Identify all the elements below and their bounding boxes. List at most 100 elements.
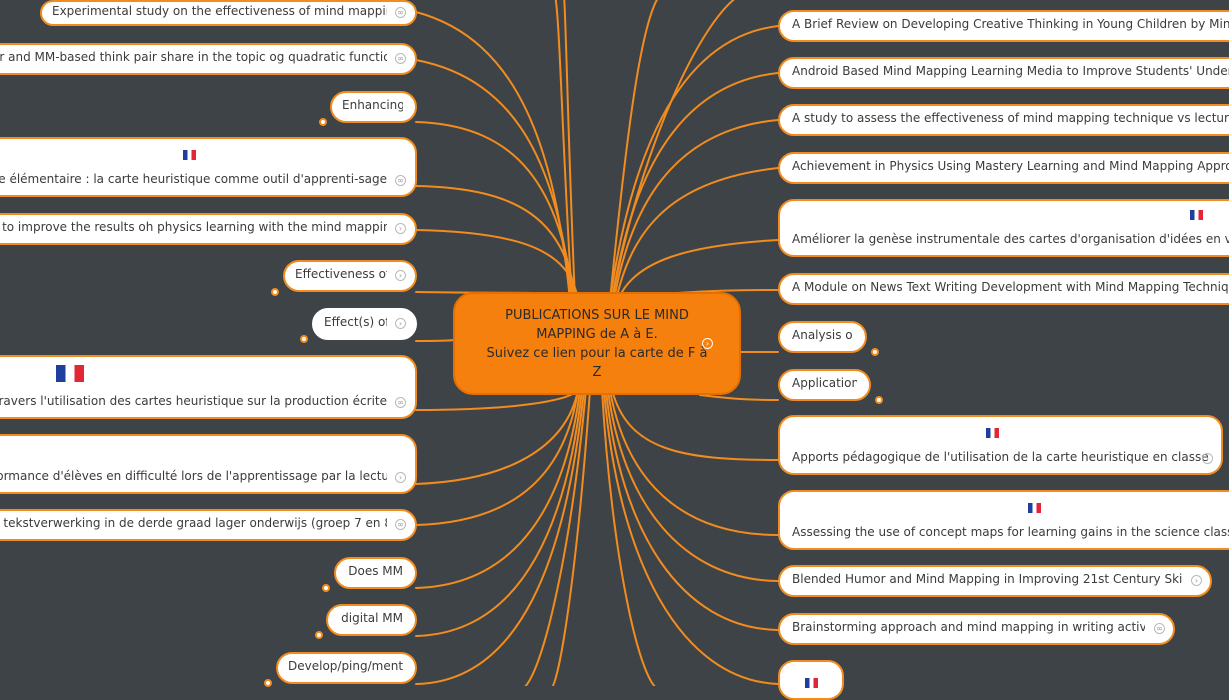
branch-connector [415, 389, 583, 637]
france-flag-icon [804, 678, 818, 688]
branch-connector [601, 389, 656, 686]
attachment-link-icon[interactable]: ∞ [395, 7, 406, 18]
topic-node-android-media[interactable]: Android Based Mind Mapping Learning Medi… [778, 57, 1229, 89]
branch-connector [415, 389, 585, 685]
branch-connector [607, 389, 779, 582]
topic-label: Develop/ping/ment [288, 659, 403, 673]
topic-node-apports-pedagogique[interactable]: Apports pédagogique de l'utilisation de … [778, 415, 1223, 475]
branch-connector [611, 0, 735, 301]
topic-node-enhancing[interactable]: Enhancing [330, 91, 417, 123]
attachment-link-icon[interactable]: ∞ [395, 175, 406, 186]
arrow-right-icon[interactable]: › [702, 338, 713, 349]
branch-connector [415, 229, 579, 301]
topic-label: Blended Humor and Mind Mapping in Improv… [792, 572, 1182, 586]
branch-connector [617, 239, 779, 301]
branch-connector [415, 339, 456, 342]
central-title-line2: Suivez ce lien pour la carte de F à Z [486, 345, 708, 380]
topic-node-production-ecrite[interactable]: à travers l'utilisation des cartes heuri… [0, 355, 417, 419]
topic-label: Apports pédagogique de l'utilisation de … [792, 450, 1209, 464]
topic-node-develop-ping-ment[interactable]: Develop/ping/ment [276, 652, 417, 684]
topic-label: Assessing the use of concept maps for le… [792, 525, 1229, 539]
topic-label: n tekstverwerking in de derde graad lage… [0, 516, 387, 530]
topic-node-does-mm[interactable]: Does MM [334, 557, 417, 589]
central-topic[interactable]: PUBLICATIONS SUR LE MIND MAPPING de A à … [453, 292, 741, 395]
branch-connector [611, 389, 779, 461]
branch-connector [415, 389, 579, 485]
collapse-knob[interactable] [871, 348, 879, 356]
branch-connector [563, 0, 576, 301]
arrow-right-icon[interactable]: › [395, 472, 406, 483]
collapse-knob[interactable] [322, 584, 330, 592]
branch-connector [609, 389, 779, 536]
arrow-right-icon[interactable]: › [1202, 453, 1213, 464]
topic-node-lecture-method[interactable]: A study to assess the effectiveness of m… [778, 104, 1229, 136]
branch-connector [605, 389, 779, 631]
france-flag-icon [183, 150, 196, 160]
attachment-link-icon[interactable]: ∞ [1154, 623, 1165, 634]
topic-node-concept-maps-science[interactable]: Assessing the use of concept maps for le… [778, 490, 1229, 550]
topic-node-news-text-module[interactable]: A Module on News Text Writing Developmen… [778, 273, 1229, 305]
collapse-knob[interactable] [875, 396, 883, 404]
topic-node-effectiveness-of[interactable]: Effectiveness of › [283, 260, 417, 292]
topic-label: A study to assess the effectiveness of m… [792, 111, 1229, 125]
attachment-link-icon[interactable]: ∞ [395, 397, 406, 408]
branch-connector [554, 0, 573, 301]
topic-label: Enhancing [342, 98, 403, 112]
topic-label: Brainstorming approach and mind mapping … [792, 620, 1145, 634]
topic-node-eleves-en-difficulte[interactable]: formance d'élèves en difficulté lors de … [0, 434, 417, 494]
topic-label: cole élémentaire : la carte heuristique … [0, 172, 387, 186]
france-flag-icon [1028, 503, 1041, 513]
topic-node-experimental-study[interactable]: Experimental study on the effectiveness … [40, 0, 417, 26]
branch-connector [613, 119, 779, 301]
branch-connector [699, 394, 779, 401]
topic-node-physics-learning[interactable]: s to improve the results oh physics lear… [0, 213, 417, 245]
attachment-link-icon[interactable]: ∞ [395, 53, 406, 64]
topic-label: Effectiveness of [295, 267, 387, 281]
central-title-line1: PUBLICATIONS SUR LE MIND MAPPING de A à … [505, 307, 689, 342]
branch-connector [615, 167, 779, 301]
branch-connector [603, 389, 779, 685]
topic-label: Application [792, 376, 857, 390]
topic-label: Analysis of [792, 328, 853, 342]
topic-node-ecole-elementaire[interactable]: cole élémentaire : la carte heuristique … [0, 137, 417, 197]
topic-node-genese-instrumentale[interactable]: Améliorer la genèse instrumentale des ca… [778, 199, 1229, 257]
topic-node-achievement-physics[interactable]: Achievement in Physics Using Mastery Lea… [778, 152, 1229, 184]
france-flag-icon [986, 428, 999, 438]
branch-connector [415, 121, 575, 301]
topic-node-digital-mm[interactable]: digital MM [326, 604, 417, 636]
topic-node-creative-thinking[interactable]: A Brief Review on Developing Creative Th… [778, 10, 1229, 42]
topic-label: formance d'élèves en difficulté lors de … [0, 469, 387, 483]
attachment-link-icon[interactable]: ∞ [395, 519, 406, 530]
collapse-knob[interactable] [315, 631, 323, 639]
arrow-right-icon[interactable]: › [1191, 575, 1202, 586]
topic-node-effects-of[interactable]: Effect(s) of › [312, 308, 417, 340]
topic-node-think-pair-share[interactable]: er and MM-based think pair share in the … [0, 43, 417, 75]
collapse-knob[interactable] [271, 288, 279, 296]
branch-connector [415, 11, 571, 301]
topic-label: Android Based Mind Mapping Learning Medi… [792, 64, 1229, 78]
arrow-right-icon[interactable]: › [395, 270, 406, 281]
topic-label: à travers l'utilisation des cartes heuri… [0, 394, 387, 408]
arrow-right-icon[interactable]: › [395, 318, 406, 329]
topic-node-analysis-of[interactable]: Analysis of [778, 321, 867, 353]
collapse-knob[interactable] [319, 118, 327, 126]
arrow-right-icon[interactable]: › [395, 223, 406, 234]
branch-connector [609, 0, 658, 301]
branch-connector [415, 59, 573, 301]
collapse-knob[interactable] [300, 335, 308, 343]
branch-connector [551, 389, 591, 686]
france-flag-icon [56, 365, 84, 382]
topic-label: digital MM [341, 611, 403, 625]
topic-label: Experimental study on the effectiveness … [52, 4, 387, 18]
topic-label: Achievement in Physics Using Mastery Lea… [792, 159, 1229, 173]
topic-node-application[interactable]: Application [778, 369, 871, 401]
topic-node-brainstorming[interactable]: Brainstorming approach and mind mapping … [778, 613, 1175, 645]
branch-connector [415, 389, 581, 589]
branch-connector [415, 185, 577, 301]
topic-label: A Module on News Text Writing Developmen… [792, 280, 1229, 294]
topic-node-blended-humor[interactable]: Blended Humor and Mind Mapping in Improv… [778, 565, 1212, 597]
topic-node-tekstverwerking[interactable]: n tekstverwerking in de derde graad lage… [0, 509, 417, 541]
branch-connector [609, 25, 779, 301]
branch-connector [611, 72, 779, 301]
topic-node-partial-bottom[interactable] [778, 660, 844, 700]
